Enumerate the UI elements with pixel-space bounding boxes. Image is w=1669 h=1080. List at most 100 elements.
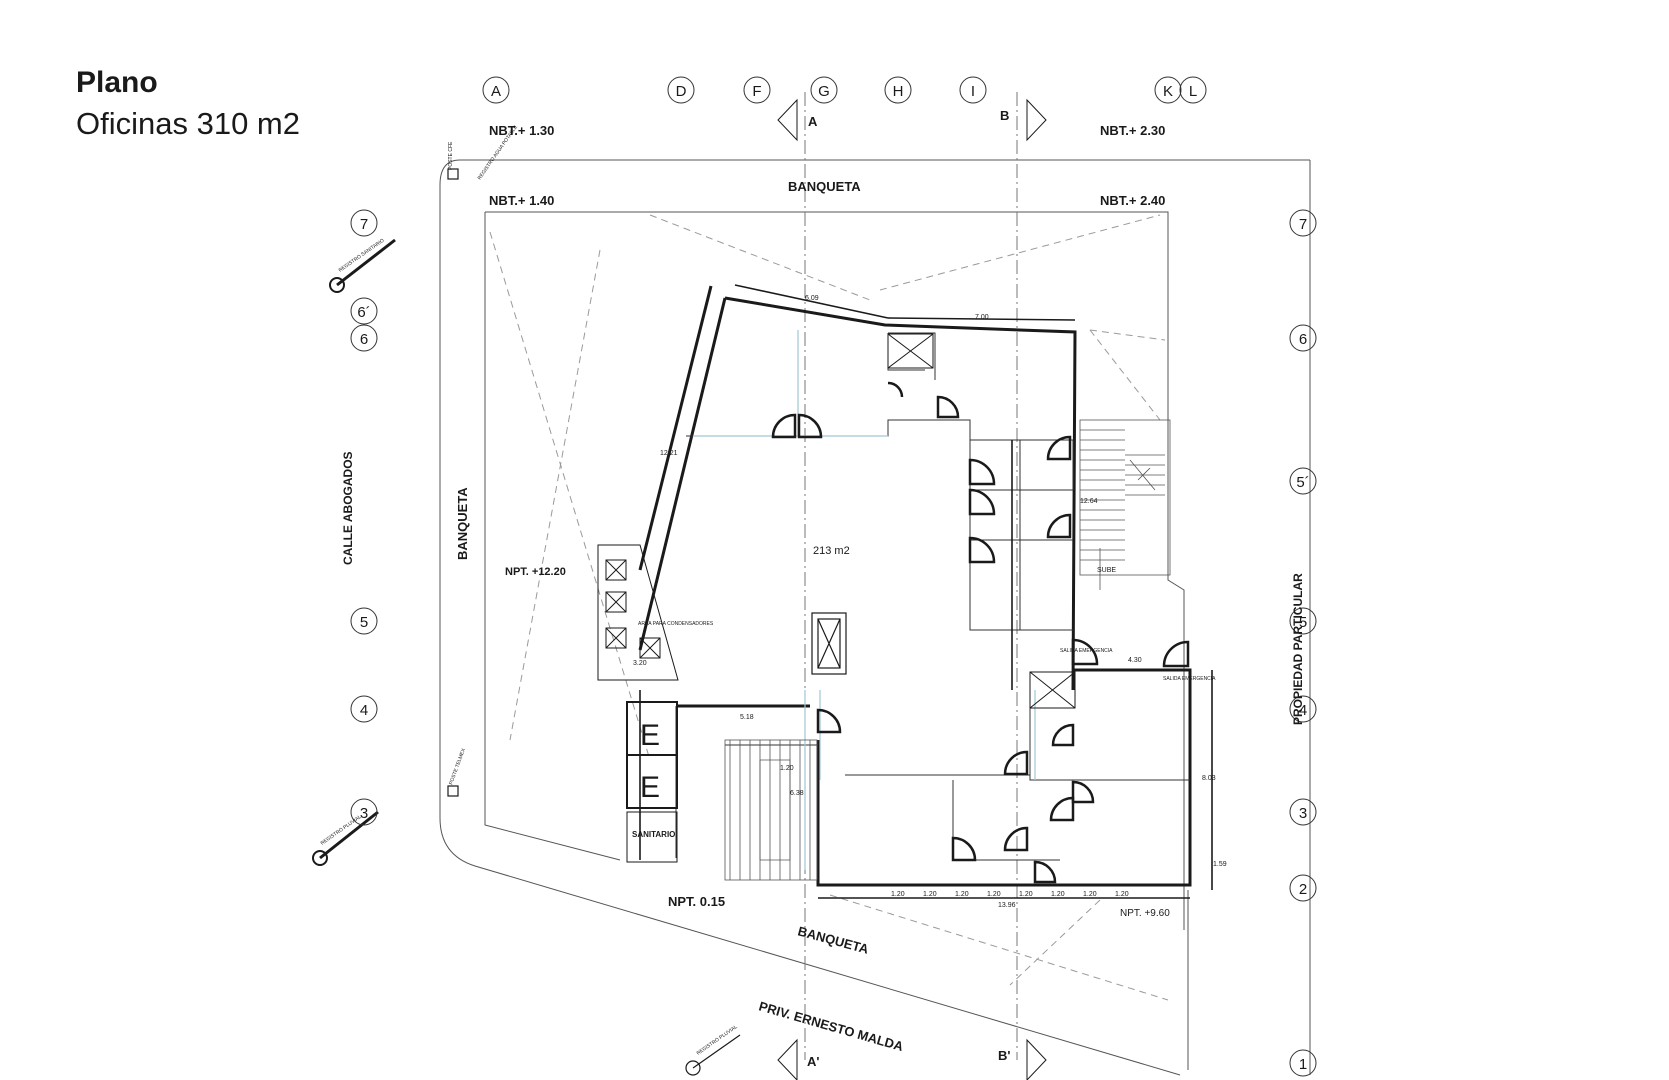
row-bubble-left-5: 5 — [350, 607, 378, 635]
stair-left — [724, 739, 818, 881]
dim-10: 8.03 — [1202, 775, 1216, 782]
row-bubble-right-4: 4 — [1289, 695, 1317, 723]
street-prop: PROPIEDAD PARTICULAR — [1291, 573, 1305, 725]
svg-text:6: 6 — [1299, 331, 1307, 348]
stair-sube: SUBE — [1097, 567, 1116, 574]
street-bottom: BANQUETA — [796, 923, 871, 956]
svg-text:7: 7 — [360, 216, 368, 233]
elevator-label-2: E — [640, 771, 660, 804]
room-area: 213 m2 — [813, 545, 850, 557]
column-bubble-h: H — [884, 76, 912, 104]
glazing — [693, 330, 1036, 870]
street-left: BANQUETA — [455, 487, 470, 560]
room-sanitario: SANITARIO — [632, 830, 675, 839]
dim-seg-4: 1.20 — [987, 891, 1001, 898]
row-bubble-left-6b: 6´ — [350, 297, 378, 325]
page-title: Plano — [76, 66, 158, 99]
svg-text:4: 4 — [360, 702, 368, 719]
level-npt-front: NPT. 0.15 — [668, 894, 725, 909]
row-bubble-left-7: 7 — [350, 209, 378, 237]
dim-seg-7: 1.20 — [1083, 891, 1097, 898]
svg-text:6: 6 — [360, 331, 368, 348]
svg-text:L: L — [1189, 83, 1197, 100]
svg-text:K: K — [1163, 83, 1173, 100]
dim-seg-3: 1.20 — [955, 891, 969, 898]
row-bubble-right-2: 2 — [1289, 874, 1317, 902]
shaft-right — [1029, 671, 1076, 709]
level-nbt-d: NBT.+ 2.40 — [1100, 193, 1165, 208]
section-label-b2: B' — [998, 1048, 1010, 1063]
svg-text:H: H — [893, 83, 904, 100]
street-calle: CALLE ABOGADOS — [341, 451, 355, 565]
street-outline — [439, 159, 1311, 1076]
svg-text:5: 5 — [1299, 614, 1307, 631]
section-label-a2: A' — [807, 1054, 819, 1069]
svg-text:5: 5 — [360, 614, 368, 631]
svg-text:4: 4 — [1299, 702, 1307, 719]
column-bubble-k: K — [1154, 76, 1182, 104]
row-bubble-right-5: 5 — [1289, 607, 1317, 635]
dimension-lines — [639, 284, 1213, 899]
svg-text:5´: 5´ — [1296, 474, 1309, 491]
dim-5: 3.20 — [633, 660, 647, 667]
section-label-a: A — [808, 114, 818, 129]
row-bubble-right-7: 7 — [1289, 209, 1317, 237]
row-bubble-right-1: 1 — [1289, 1049, 1317, 1077]
level-nbt-c: NBT.+ 1.40 — [489, 193, 554, 208]
dim-11: 1.59 — [1213, 861, 1227, 868]
row-bubble-left-6: 6 — [350, 324, 378, 352]
interior-partitions — [675, 332, 1190, 861]
dim-9: 4.30 — [1128, 657, 1142, 664]
elevator-block — [626, 701, 678, 863]
cond-area — [597, 544, 679, 681]
street-top: BANQUETA — [788, 179, 861, 194]
dim-6: 5.18 — [740, 714, 754, 721]
salida-label-1: SALIDA EMERGENCIA — [1060, 648, 1113, 654]
level-nbt-a: NBT.+ 1.30 — [489, 123, 554, 138]
dim-seg-6: 1.20 — [1051, 891, 1065, 898]
svg-text:3: 3 — [1299, 805, 1307, 822]
svg-text:F: F — [752, 83, 761, 100]
svg-text:2: 2 — [1299, 881, 1307, 898]
svg-text:1: 1 — [1299, 1056, 1307, 1073]
elevator-label-1: E — [640, 719, 660, 752]
svg-text:3: 3 — [360, 805, 368, 822]
doors — [771, 381, 1190, 884]
svg-text:D: D — [676, 83, 687, 100]
column-bubble-f: F — [743, 76, 771, 104]
dim-12: 13.96 — [998, 902, 1016, 909]
cond-label: AREA PARA CONDENSADORES — [638, 621, 714, 627]
dim-seg-2: 1.20 — [923, 891, 937, 898]
dim-4: 12.64 — [1080, 498, 1098, 505]
page-subtitle: Oficinas 310 m2 — [76, 106, 300, 141]
stair-right — [1079, 419, 1171, 590]
row-bubble-left-4: 4 — [350, 695, 378, 723]
column-bubble-d: D — [667, 76, 695, 104]
svg-text:I: I — [971, 83, 975, 100]
section-markers — [777, 98, 1047, 1080]
utility-poste-telmex: POSTE TELMEX — [448, 747, 467, 786]
dim-1: 6.09 — [805, 295, 819, 302]
dim-seg-8: 1.20 — [1115, 891, 1129, 898]
dim-7: 1.20 — [780, 765, 794, 772]
utility-poste-cfe: POSTE CFE — [448, 141, 454, 170]
level-nbt-b: NBT.+ 2.30 — [1100, 123, 1165, 138]
street-priv: PRIV. ERNESTO MALDA — [757, 998, 905, 1054]
row-bubble-right-3: 3 — [1289, 798, 1317, 826]
dim-3: 12.21 — [660, 450, 678, 457]
level-npt-right: NPT. +9.60 — [1120, 908, 1170, 919]
dim-segments: 1.20 1.20 1.20 1.20 1.20 1.20 1.20 1.20 — [891, 891, 1129, 898]
roof-diagonals — [489, 214, 1169, 1001]
salida-label-2: SALIDA EMERGENCIA — [1163, 676, 1216, 682]
row-bubble-right-5b: 5´ — [1289, 467, 1317, 495]
utility-markers — [312, 168, 741, 1076]
row-bubble-right-6: 6 — [1289, 324, 1317, 352]
row-bubble-left-3: 3 — [350, 798, 378, 826]
dim-seg-1: 1.20 — [891, 891, 905, 898]
svg-text:7: 7 — [1299, 216, 1307, 233]
dim-8: 6.38 — [790, 790, 804, 797]
grid-axes — [804, 92, 1018, 1060]
shaft-center — [811, 612, 847, 675]
column-bubble-l: L — [1179, 76, 1207, 104]
